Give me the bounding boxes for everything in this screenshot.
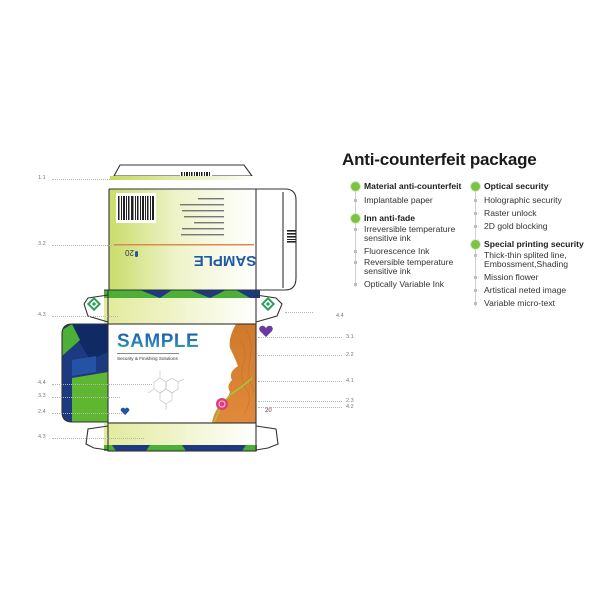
callout-label: 4.4 [336,313,344,319]
leader-line [52,413,122,414]
brand-tagline: Security & Finishing Solutions [117,356,178,361]
leader-line [52,397,120,398]
leader-line [52,316,118,317]
legend-item: Raster unlock [484,208,537,218]
tick-icon [354,250,357,253]
legend-item: Implantable paper [364,195,433,205]
back-copy-lines [180,198,224,236]
molecule-icon [147,371,185,410]
legend-item: Holographic security [484,195,562,205]
legend-item: Irreversible temperature sensitive ink [364,224,456,243]
bullet-dot-icon [351,214,360,223]
leader-line [285,312,313,313]
legend-heading: Optical security [484,181,549,191]
callout-label: 3.2 [38,241,46,247]
legend-item: 2D gold blocking [484,221,548,231]
tick-icon [354,283,357,286]
callout-label: 2.3 [346,398,354,404]
tick-icon [354,199,357,202]
tick-icon [474,302,477,305]
callout-label: 4.4 [38,380,46,386]
knot-icon-left [86,296,102,312]
callout-label: 1.1 [38,175,46,181]
callout-label: 3.3 [38,393,46,399]
barcode-icon-side [287,230,296,243]
leader-line [258,355,342,356]
leader-line [52,179,110,180]
callout-label: 2.2 [346,352,354,358]
bullet-dot-icon [471,240,480,249]
tick-icon [474,276,477,279]
barcode-icon-back [116,193,156,223]
legend-group-ink: Inn anti-fade Irreversible temperature s… [350,213,480,289]
small-heart-icon [120,407,130,415]
legend-group-material: Material anti-counterfeit Implantable pa… [350,181,480,205]
front-count: 20 [265,408,272,414]
legend-rail [355,185,356,287]
front-brand-block: SAMPLE Security & Finishing Solutions [117,332,199,361]
tick-icon [474,212,477,215]
legend-item: Mission flower [484,272,539,282]
legend-left-column: Material anti-counterfeit Implantable pa… [350,181,480,293]
tick-icon [474,289,477,292]
legend-right-column: Optical security Holographic security Ra… [470,181,600,312]
legend-group-printing: Special printing security Thick-thin spl… [470,239,600,308]
tick-icon [354,261,357,264]
leader-line [258,407,342,408]
tick-icon [354,228,357,231]
legend-item: Optically Variable Ink [364,279,445,289]
bullet-dot-icon [351,182,360,191]
legend-group-optical: Optical security Holographic security Ra… [470,181,600,231]
legend-item: Artistical neted image [484,285,567,295]
callout-label: 4.3 [38,312,46,318]
leader-line [258,381,342,382]
rosette-icon [216,398,228,410]
callout-label: 3.1 [346,334,354,340]
callout-label: 4.3 [38,434,46,440]
callout-label: 4.1 [346,378,354,384]
legend-item: Thick-thin splited line, Embossment,Shad… [484,250,569,269]
legend-item: Variable micro-text [484,298,555,308]
leader-line [52,384,152,385]
svg-text:20: 20 [125,248,134,257]
leader-line [52,245,124,246]
page-title: Anti-counterfeit package [342,150,537,169]
leader-line [52,438,144,439]
bullet-dot-icon [471,182,480,191]
callout-label: 2.4 [38,409,46,415]
brand-logo: SAMPLE [117,331,200,352]
legend-heading: Material anti-counterfeit [364,181,462,191]
back-brand-logo: SAMPLE [194,252,257,269]
tick-icon [474,225,477,228]
legend-heading: Inn anti-fade [364,213,416,223]
brand-underline [117,353,179,354]
leader-line [258,337,342,338]
leader-line [258,401,342,402]
back-count: 20 [125,248,138,257]
heart-knot-icon [259,325,273,337]
knot-icon-right [260,296,276,312]
tick-icon [474,254,477,257]
legend-item: Fluorescence Ink [364,246,430,256]
legend-item: Reversible temperature sensitive ink [364,257,454,276]
legend-heading: Special printing security [484,239,584,249]
callout-label: 4.2 [346,404,354,410]
tick-icon [474,199,477,202]
